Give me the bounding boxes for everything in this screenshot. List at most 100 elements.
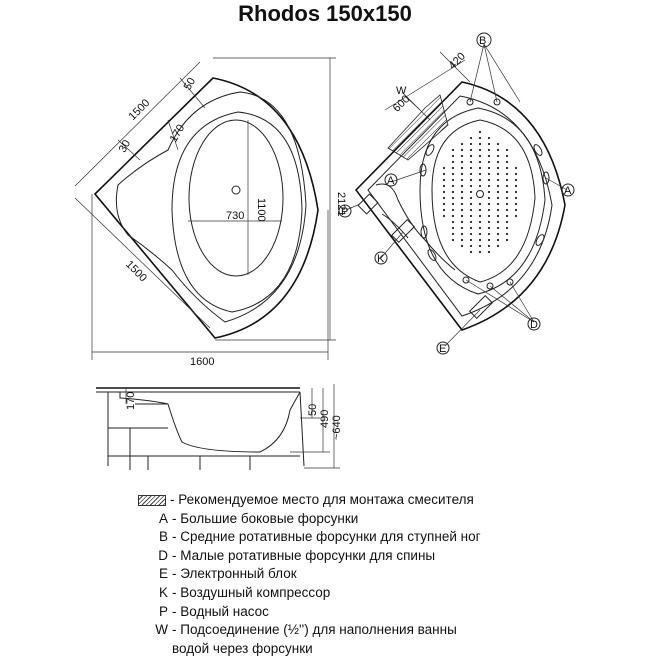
jet-dot [505, 154, 509, 158]
faucet-area [387, 94, 449, 161]
seat-contour [115, 91, 307, 323]
jet-dot [442, 202, 446, 206]
dim-2121: 2121 [335, 192, 347, 216]
legend-text: - Средние ротативные форсунки для ступне… [172, 529, 481, 545]
jet-dot [496, 148, 500, 152]
legend-key: E [158, 566, 168, 582]
legend-text: - Малые ротативные форсунки для спины [172, 547, 436, 563]
legend-text: - Воздушный компрессор [172, 584, 331, 600]
dim-730: 730 [226, 210, 244, 222]
jet-dot [487, 244, 491, 248]
jet-dot [442, 214, 446, 218]
jet-dot [460, 148, 464, 152]
jet-dot [505, 202, 509, 206]
jet-dot [451, 166, 455, 170]
plan-view [74, 57, 336, 360]
jet-dot [478, 232, 482, 236]
jet-dot [460, 142, 464, 146]
jet-dot [451, 178, 455, 182]
jet-dot [478, 142, 482, 146]
jet-dot [469, 142, 473, 146]
dim-30: 30 [117, 138, 134, 155]
jet-dot [451, 208, 455, 212]
jet-dot [478, 202, 482, 206]
legend-row: D - Малые ротативные форсунки для спины [128, 547, 638, 566]
dim-420: 420 [447, 50, 468, 71]
jet-dot [496, 166, 500, 170]
dim-1600: 1600 [190, 356, 214, 368]
jet-dot [487, 184, 491, 188]
jet-dot [514, 214, 518, 218]
jet-dot [478, 148, 482, 152]
jet-dot [451, 154, 455, 158]
jet-dot [460, 160, 464, 164]
jet-dot [469, 136, 473, 140]
jet-dot [469, 172, 473, 176]
jet-dot [469, 208, 473, 212]
jet-dot [469, 202, 473, 206]
jet-dot [451, 190, 455, 194]
jet-dot [442, 166, 446, 170]
jet-dot [478, 238, 482, 242]
jet-dot [469, 160, 473, 164]
legend-row: A - Большие боковые форсунки [128, 510, 638, 529]
jet-dot [469, 166, 473, 170]
jet-dot [487, 238, 491, 242]
dim-1100: 1100 [255, 198, 267, 222]
jet-dot [451, 232, 455, 236]
jet-dot [496, 196, 500, 200]
legend-continuation: водой через форсунки [172, 640, 313, 656]
jet-dot [514, 202, 518, 206]
dim-side-490: 490 [319, 410, 331, 428]
side-view [96, 384, 340, 470]
jet-dots [442, 130, 518, 254]
jet-dot [478, 160, 482, 164]
jet-dot [478, 244, 482, 248]
callout-k: K [377, 253, 385, 265]
jet-dot [505, 160, 509, 164]
jet-dot [487, 190, 491, 194]
callout-d: D [530, 319, 538, 331]
jet-dot [505, 214, 509, 218]
jet-dot [505, 220, 509, 224]
jet-dot [478, 250, 482, 254]
jet-dot [496, 190, 500, 194]
drain [231, 185, 241, 195]
jet-dot [469, 220, 473, 224]
jet-dot [478, 220, 482, 224]
jet-dot [496, 160, 500, 164]
jet-dot [487, 214, 491, 218]
jet-dot [487, 226, 491, 230]
legend-text: - Большие боковые форсунки [172, 510, 359, 526]
jet-dot [451, 226, 455, 230]
jet-dot [505, 190, 509, 194]
jet-dot [478, 130, 482, 134]
jet-dot [460, 226, 464, 230]
jet-dot [451, 160, 455, 164]
jet-dot [496, 178, 500, 182]
jet-dot [451, 220, 455, 224]
jet-dot [505, 196, 509, 200]
jet-dot [505, 232, 509, 236]
legend-row: W - Подсоединение (½'') для наполнения в… [128, 621, 638, 640]
legend-row: K - Воздушный компрессор [128, 584, 638, 603]
jet-dot [496, 232, 500, 236]
legend-key: A [158, 510, 168, 526]
jet-dot [451, 238, 455, 242]
jet-dot [460, 238, 464, 242]
jet-dot [442, 196, 446, 200]
dim-50: 50 [182, 76, 199, 93]
jet-dot [478, 226, 482, 230]
jet-dot [469, 178, 473, 182]
jet-dot [451, 148, 455, 152]
jet-dot [460, 232, 464, 236]
jet-dot [505, 166, 509, 170]
jet-dot [478, 136, 482, 140]
jet-dot [487, 172, 491, 176]
jet-dot [487, 220, 491, 224]
jet-dot [487, 136, 491, 140]
callout-a-left: A [387, 175, 395, 187]
jet-dot [460, 184, 464, 188]
jet-dot [496, 184, 500, 188]
